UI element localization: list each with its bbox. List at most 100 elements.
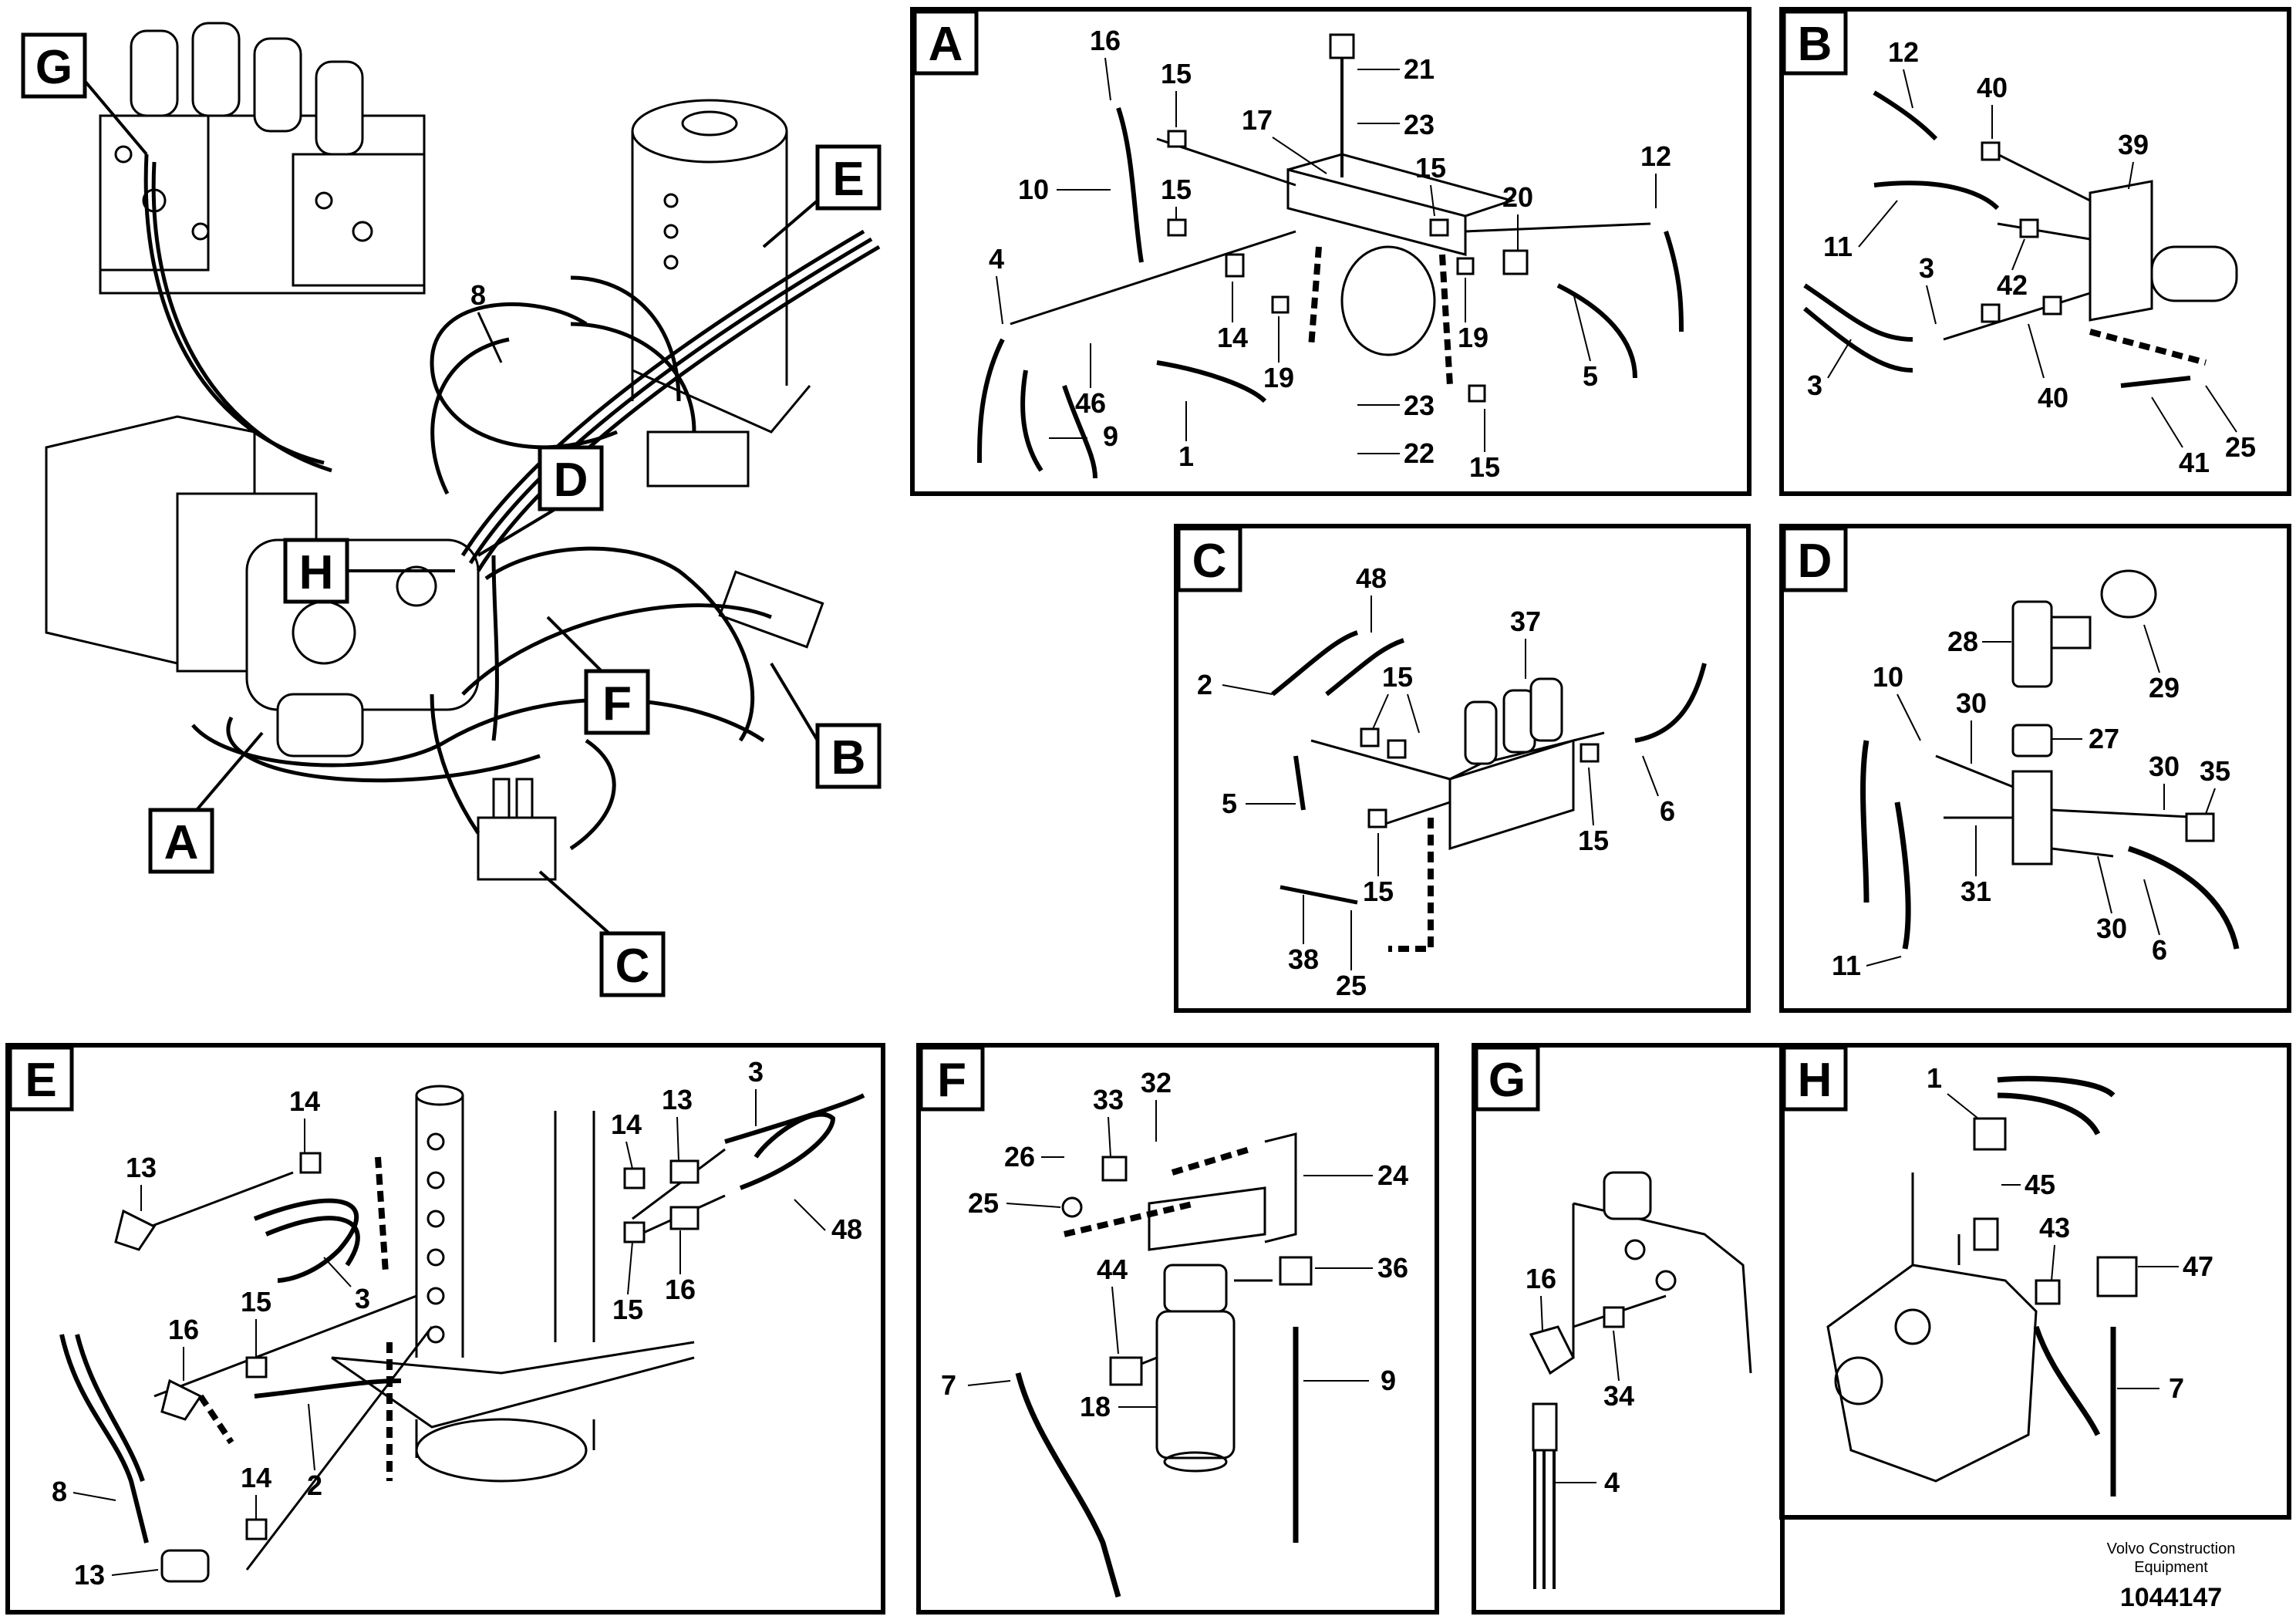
svg-text:9: 9 [1381,1365,1396,1396]
svg-text:22: 22 [1404,437,1435,469]
svg-text:3: 3 [748,1056,764,1088]
svg-text:14: 14 [611,1108,642,1140]
svg-text:16: 16 [1526,1263,1556,1294]
svg-text:B: B [831,731,866,785]
svg-text:D: D [1798,535,1832,588]
callout-d[interactable]: D [477,445,604,557]
panel-f-labels: 33 32 26 24 25 44 36 7 18 9 [941,1067,1408,1422]
part-label: 13 [662,1084,693,1162]
part-label: 14 [241,1462,271,1520]
svg-text:30: 30 [1956,687,1987,719]
part-label: 26 [1004,1141,1064,1173]
part-label: 12 [1888,36,1919,109]
brand-caption: Volvo Construction Equipment [2082,1540,2260,1577]
part-label: 8 [52,1476,116,1507]
panel-e-drawing [59,1085,865,1583]
svg-text:41: 41 [2179,447,2210,478]
panel-title-a: A [912,9,979,76]
part-label: 16 [1090,25,1121,101]
callout-e[interactable]: E [762,144,882,248]
callout-g[interactable]: G [21,32,148,156]
svg-text:15: 15 [241,1286,271,1318]
panel-titles: A B C D E F G H [8,9,1848,1112]
svg-text:16: 16 [168,1314,199,1345]
svg-text:26: 26 [1004,1141,1035,1173]
svg-text:42: 42 [1997,269,2028,301]
svg-text:29: 29 [2149,672,2180,704]
part-label: 6 [2143,879,2167,966]
svg-text:30: 30 [2096,913,2127,944]
part-label: 15 [1469,409,1500,483]
svg-text:13: 13 [126,1152,157,1183]
svg-text:5: 5 [1583,360,1598,392]
callout-f[interactable]: F [546,616,650,735]
svg-text:40: 40 [2038,382,2068,413]
svg-text:13: 13 [74,1559,105,1591]
part-label: 34 [1603,1330,1634,1412]
part-label: 23 [1357,109,1435,140]
svg-text:2: 2 [307,1469,322,1501]
svg-text:H: H [1798,1054,1832,1107]
callout-h[interactable]: H [283,538,455,604]
part-label: 6 [1642,755,1675,827]
part-label: 2 [307,1403,322,1501]
part-label: 25 [2205,385,2256,463]
panel-title-g: G [1474,1045,1540,1112]
part-label: 28 [1947,626,2011,657]
part-label: 44 [1097,1254,1128,1355]
svg-text:12: 12 [1888,36,1919,68]
part-label: 22 [1357,437,1435,469]
svg-text:14: 14 [289,1085,320,1117]
svg-text:47: 47 [2183,1250,2213,1282]
callout-b[interactable]: B [770,662,882,789]
svg-text:12: 12 [1640,140,1671,172]
svg-text:33: 33 [1093,1084,1124,1115]
part-label: 11 [1823,200,1898,262]
callout-c[interactable]: C [538,870,666,997]
svg-text:3: 3 [355,1283,370,1314]
part-label: 15 [612,1241,643,1325]
part-label: 31 [1961,825,1991,907]
callout-a[interactable]: A [148,731,264,874]
hydraulic-pump [45,415,480,758]
hoses [143,154,881,851]
panel-e-labels: 14 3 13 14 13 3 48 16 15 16 15 8 2 14 13 [52,1056,862,1591]
svg-text:34: 34 [1603,1380,1634,1412]
panel-title-f: F [919,1045,985,1112]
svg-text:27: 27 [2089,723,2119,754]
svg-text:45: 45 [2025,1169,2055,1200]
part-label: 37 [1510,606,1541,679]
svg-text:9: 9 [1103,420,1118,452]
svg-text:30: 30 [2149,751,2180,782]
panel-h-labels: 1 45 43 47 7 [1927,1062,2213,1404]
svg-text:23: 23 [1404,390,1435,421]
svg-text:14: 14 [241,1462,271,1493]
svg-text:15: 15 [612,1294,643,1325]
panel-d-labels: 28 29 10 30 27 30 35 31 11 30 6 [1832,624,2230,981]
part-label: 25 [1336,910,1367,1001]
part-label: 15 [1161,58,1192,127]
svg-text:36: 36 [1377,1252,1408,1284]
svg-text:E: E [25,1054,56,1107]
overview-illustration [45,22,881,881]
part-label: 18 [1080,1391,1157,1422]
part-label: 14 [1217,282,1248,353]
svg-text:32: 32 [1141,1067,1172,1098]
panel-b-labels: 12 40 39 11 42 3 3 40 41 25 [1807,36,2256,478]
part-label: 10 [1018,174,1111,205]
svg-text:23: 23 [1404,109,1435,140]
part-label: 1 [1927,1062,1979,1119]
part-label: 3 [748,1056,764,1126]
part-label: 13 [74,1559,159,1591]
part-label: 23 [1357,390,1435,421]
part-label: 29 [2143,624,2180,704]
part-label: 40 [1977,72,2008,139]
part-label: 46 [1075,343,1106,419]
part-label: 3 [1919,252,1937,325]
panel-title-d: D [1782,526,1848,592]
part-label: 42 [1997,238,2028,301]
svg-text:15: 15 [1363,876,1394,907]
panel-a-drawing [977,33,1684,479]
part-label: 17 [1242,104,1327,174]
